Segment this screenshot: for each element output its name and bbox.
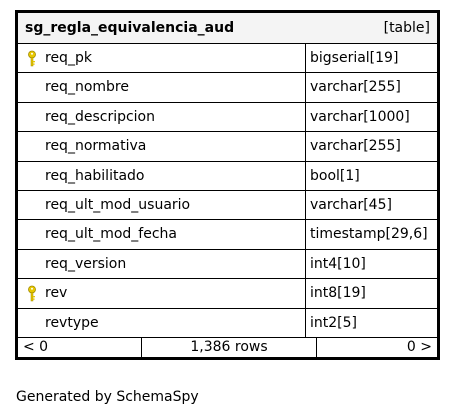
column-type: varchar[255] bbox=[310, 79, 401, 96]
column-type-cell: int8[19] bbox=[306, 279, 437, 307]
generated-by-text: Generated by SchemaSpy bbox=[16, 389, 199, 405]
column-type: bigserial[19] bbox=[310, 50, 399, 66]
column-type: timestamp[29,6] bbox=[310, 226, 428, 243]
column-type: bool[1] bbox=[310, 167, 360, 184]
column-type-cell: varchar[255] bbox=[306, 132, 437, 160]
table-kind: [table] bbox=[383, 20, 430, 36]
column-name: req_ult_mod_fecha bbox=[45, 226, 177, 243]
column-type: int8[19] bbox=[310, 285, 366, 302]
column-type-cell: varchar[45] bbox=[306, 191, 437, 219]
children-count-cell[interactable]: 0 > bbox=[317, 338, 437, 357]
table-header: sg_regla_equivalencia_aud [table] bbox=[18, 13, 437, 43]
table-node[interactable]: sg_regla_equivalencia_aud [table] req_pk… bbox=[15, 10, 440, 360]
column-type: varchar[255] bbox=[310, 138, 401, 155]
column-name-cell: rev bbox=[18, 279, 306, 308]
table-footer: < 0 1,386 rows 0 > bbox=[18, 337, 437, 357]
column-name-cell: req_normativa bbox=[18, 132, 306, 161]
column-name: req_descripcion bbox=[45, 108, 155, 125]
parents-count[interactable]: < 0 bbox=[23, 339, 49, 355]
column-name: req_version bbox=[45, 255, 127, 272]
column-name: req_nombre bbox=[45, 79, 129, 96]
column-name: req_ult_mod_usuario bbox=[45, 196, 191, 213]
row-count-cell: 1,386 rows bbox=[142, 338, 317, 357]
column-name: req_pk bbox=[45, 50, 92, 66]
children-count[interactable]: 0 > bbox=[406, 339, 432, 355]
column-name-cell: req_descripcion bbox=[18, 102, 306, 132]
key-icon bbox=[28, 285, 36, 302]
column-row[interactable]: req_descripcion varchar[1000] bbox=[18, 101, 437, 132]
column-type-cell: bool[1] bbox=[306, 162, 437, 190]
column-type-cell: int2[5] bbox=[306, 309, 437, 337]
column-row[interactable]: rev int8[19] bbox=[18, 278, 437, 308]
row-count: 1,386 rows bbox=[190, 339, 268, 355]
column-type-cell: varchar[255] bbox=[306, 73, 437, 101]
column-type-cell: timestamp[29,6] bbox=[306, 220, 437, 248]
column-name-cell: req_pk bbox=[18, 44, 306, 73]
parents-count-cell[interactable]: < 0 bbox=[18, 338, 142, 357]
column-name: req_normativa bbox=[45, 138, 147, 155]
column-name-cell: req_ult_mod_usuario bbox=[18, 190, 306, 220]
column-type-cell: varchar[1000] bbox=[306, 103, 437, 131]
column-name-cell: revtype bbox=[18, 308, 306, 337]
column-row[interactable]: req_ult_mod_fecha timestamp[29,6] bbox=[18, 219, 437, 249]
column-type-cell: bigserial[19] bbox=[306, 44, 437, 72]
column-type: int2[5] bbox=[310, 314, 357, 331]
column-name-cell: req_version bbox=[18, 249, 306, 279]
column-row[interactable]: req_normativa varchar[255] bbox=[18, 131, 437, 161]
column-row[interactable]: req_habilitado bool[1] bbox=[18, 160, 437, 190]
column-row[interactable]: req_nombre varchar[255] bbox=[18, 72, 437, 102]
key-icon bbox=[28, 50, 36, 67]
table-name[interactable]: sg_regla_equivalencia_aud bbox=[25, 20, 235, 36]
column-name-cell: req_ult_mod_fecha bbox=[18, 220, 306, 249]
column-type: varchar[1000] bbox=[310, 108, 410, 125]
column-name-cell: req_habilitado bbox=[18, 161, 306, 190]
column-type: varchar[45] bbox=[310, 196, 392, 213]
column-name-cell: req_nombre bbox=[18, 73, 306, 102]
column-name: revtype bbox=[45, 314, 99, 331]
column-list: req_pk bigserial[19] req_nombre varchar[255… bbox=[18, 43, 437, 337]
column-row[interactable]: revtype int2[5] bbox=[18, 307, 437, 337]
column-row[interactable]: req_ult_mod_usuario varchar[45] bbox=[18, 189, 437, 220]
column-type-cell: int4[10] bbox=[306, 250, 437, 278]
column-row[interactable]: req_version int4[10] bbox=[18, 248, 437, 279]
column-name: rev bbox=[45, 285, 68, 302]
column-type: int4[10] bbox=[310, 255, 366, 272]
column-name: req_habilitado bbox=[45, 167, 145, 184]
column-row[interactable]: req_pk bigserial[19] bbox=[18, 43, 437, 73]
